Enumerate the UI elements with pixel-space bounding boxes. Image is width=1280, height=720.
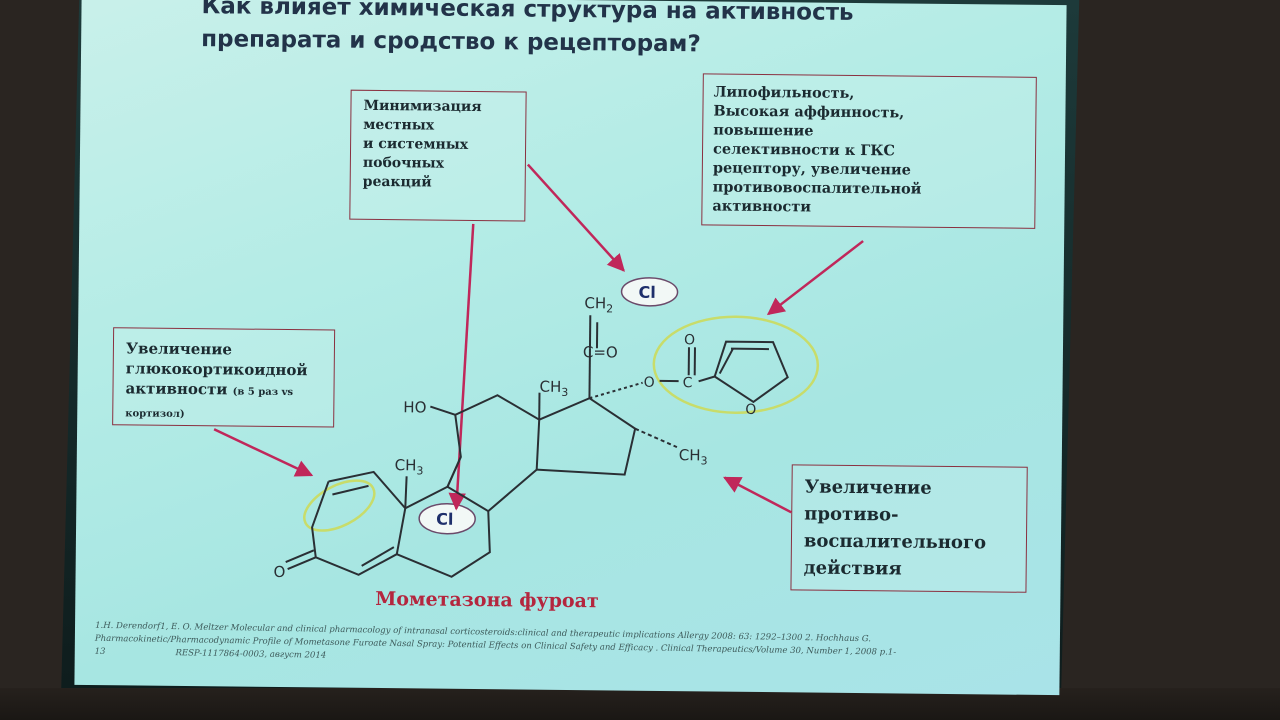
ketone-o-label: O [274, 563, 286, 581]
ch3-left-label: CH3 [395, 456, 424, 477]
cl-ring-highlight [418, 502, 476, 535]
ch2-label: CH2 [584, 294, 613, 315]
presentation-slide: Как влияет химическая структура на актив… [74, 0, 1067, 696]
slide-number: 13 [94, 646, 106, 657]
furan-o-label: O [745, 402, 756, 418]
room-floor [0, 688, 1280, 720]
ch3-text: CH [539, 378, 561, 396]
dienone-highlight [303, 479, 376, 532]
ch3-subscript: 3 [561, 386, 568, 399]
ch2-text: CH [584, 294, 606, 312]
arrow-side-effects-to-cl [526, 163, 625, 272]
ester-double-o-label: O [684, 332, 695, 348]
ho-label: HO [403, 398, 426, 416]
ch3-text: CH [395, 456, 417, 474]
ch3-right-label: CH3 [679, 446, 708, 467]
cl-top-label: Cl [638, 283, 655, 302]
ch3-subscript: 3 [700, 454, 707, 467]
ch3-text: CH [679, 446, 701, 464]
ester-o-label: O [644, 375, 655, 391]
arrow-anti-inflammatory-to-ch3 [723, 476, 792, 514]
steroid-skeleton [285, 315, 789, 578]
arrow-glucocorticoid-to-dienone [213, 428, 314, 477]
ch3-top-label: CH3 [539, 378, 568, 399]
document-code: RESP-1117864-0003, август 2014 [175, 648, 327, 661]
mometasone-structure-diagram: Cl Cl CH2 C=O CH3 CH3 CH3 HO O O C O O [213, 163, 864, 581]
drug-name: Мометазона фуроат [375, 587, 599, 613]
ch2-subscript: 2 [606, 302, 613, 315]
ester-c-label: C [683, 375, 693, 391]
ch3-subscript: 3 [416, 464, 423, 477]
carbonyl-label: C=O [583, 343, 618, 361]
cl-ring-label: Cl [436, 510, 453, 529]
arrow-lipophilicity-to-furoate [766, 240, 864, 316]
cl-top-highlight [620, 277, 679, 307]
arrow-side-effects-to-ring-cl [448, 223, 475, 511]
furoate-highlight [652, 315, 820, 414]
